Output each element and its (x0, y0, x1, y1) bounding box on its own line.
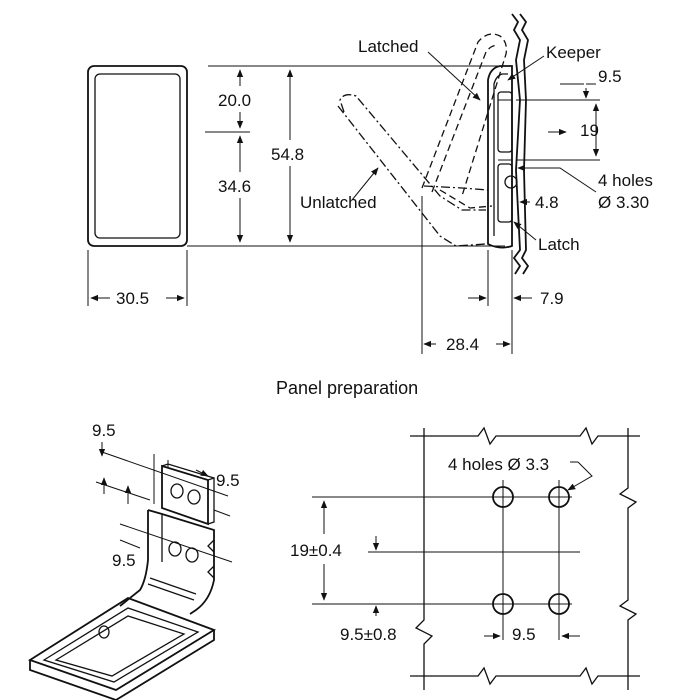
label-4-holes-cutout: 4 holes Ø 3.3 (448, 455, 549, 474)
section-title: Panel preparation (276, 378, 418, 398)
label-4-holes: 4 holes (598, 171, 653, 190)
label-hole-diameter: Ø 3.30 (598, 193, 649, 212)
dim-4-8: 4.8 (535, 193, 559, 212)
dim-28-4: 28.4 (446, 335, 479, 354)
dim-19-tol: 19±0.4 (290, 541, 342, 560)
dim-7-9: 7.9 (540, 289, 564, 308)
dim-20: 20.0 (218, 91, 251, 110)
label-keeper: Keeper (546, 43, 601, 62)
iso-dim-9-5-a: 9.5 (92, 421, 116, 440)
label-unlatched: Unlatched (300, 193, 377, 212)
side-view (337, 13, 600, 354)
label-latch: Latch (538, 235, 580, 254)
dim-54-8: 54.8 (271, 145, 304, 164)
dim-9-5-top: 9.5 (598, 67, 622, 86)
dim-19: 19 (580, 121, 599, 140)
dim-30-5: 30.5 (116, 289, 149, 308)
iso-dim-9-5-c: 9.5 (112, 551, 136, 570)
iso-dim-9-5-b: 9.5 (216, 471, 240, 490)
front-view (87, 65, 505, 306)
isometric-keeper-view (27, 442, 233, 700)
panel-cutout-view (312, 426, 640, 690)
dim-34-6: 34.6 (218, 177, 251, 196)
label-latched: Latched (358, 37, 419, 56)
dim-9-5-cutout: 9.5 (512, 625, 536, 644)
dim-9-5-tol: 9.5±0.8 (340, 625, 397, 644)
